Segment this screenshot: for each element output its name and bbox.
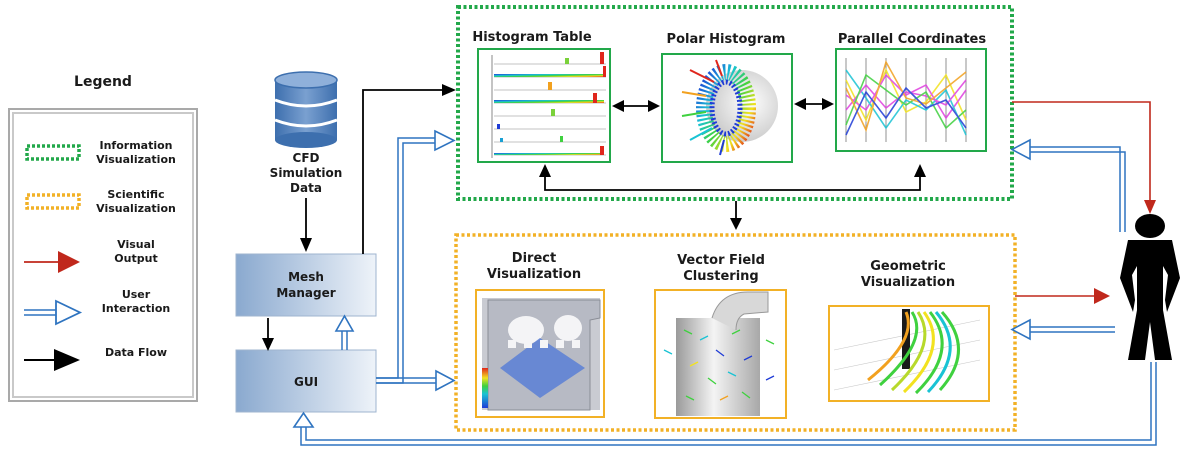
legend-sci-vis-line2: Visualization — [96, 202, 176, 215]
mesh-manager-label-line2: Manager — [276, 286, 335, 300]
histogram-table-image — [477, 48, 611, 163]
legend-visual-output-line2: Output — [114, 252, 157, 265]
output-infovis-to-user — [1012, 101, 1151, 202]
geometric-visualization-image — [828, 305, 990, 402]
legend-info-vis-line1: Information — [100, 139, 173, 152]
vector-field-clustering-title-line1: Vector Field — [677, 253, 765, 268]
direct-vis-title-line1: Direct — [512, 251, 556, 266]
database-icon — [274, 71, 338, 148]
legend-sci-vis-line1: Scientific — [107, 188, 164, 201]
legend-visual-output-arrowhead — [58, 251, 80, 273]
legend-data-flow-label: Data Flow — [105, 346, 167, 359]
legend-user-interaction-line1: User — [122, 288, 151, 301]
interaction-gui-to-infovis — [376, 137, 435, 379]
legend-data-flow-arrowhead — [54, 349, 80, 371]
legend-user-interaction-arrowhead — [55, 299, 83, 326]
database-label-line1: CFD — [293, 151, 320, 165]
legend-sci-vis-swatch — [25, 193, 81, 210]
flow-histogram-parallel — [544, 175, 921, 191]
legend-frame — [8, 108, 198, 402]
database-label-line2: Simulation — [270, 166, 343, 180]
direct-vis-title-line2: Visualization — [487, 267, 581, 282]
legend-title: Legend — [74, 74, 132, 90]
mesh-manager-label-line1: Mesh — [288, 270, 324, 284]
flow-mesh-to-histogram — [362, 89, 444, 254]
geometric-vis-title-line2: Visualization — [861, 275, 955, 290]
legend-visual-output-line1: Visual — [117, 238, 155, 251]
parallel-coordinates-title: Parallel Coordinates — [838, 32, 986, 47]
vector-field-clustering-title-line2: Clustering — [683, 269, 758, 284]
parallel-coordinates-image — [835, 48, 987, 152]
gui-label: GUI — [294, 375, 318, 389]
legend-info-vis-line2: Visualization — [96, 153, 176, 166]
direct-visualization-image — [475, 289, 605, 418]
histogram-table-title: Histogram Table — [472, 30, 592, 45]
vector-field-clustering-image — [654, 289, 787, 419]
interaction-user-to-gui — [305, 362, 1152, 441]
geometric-vis-title-line1: Geometric — [870, 259, 946, 274]
interaction-user-to-infovis — [1030, 146, 1121, 232]
legend-user-interaction-line2: Interaction — [102, 302, 170, 315]
legend-info-vis-swatch — [25, 144, 81, 161]
person-icon — [1120, 214, 1180, 360]
polar-histogram-title: Polar Histogram — [667, 32, 786, 47]
database-label-line3: Data — [290, 181, 322, 195]
gui-box: GUI — [235, 349, 377, 413]
polar-histogram-image — [661, 53, 793, 163]
info-vis-group — [456, 5, 1014, 201]
interaction-gui-to-mesh — [334, 314, 355, 332]
mesh-manager-box: Mesh Manager — [235, 253, 377, 317]
sci-vis-group — [454, 233, 1017, 432]
legend: Legend Information Visualization Scienti… — [8, 74, 198, 402]
